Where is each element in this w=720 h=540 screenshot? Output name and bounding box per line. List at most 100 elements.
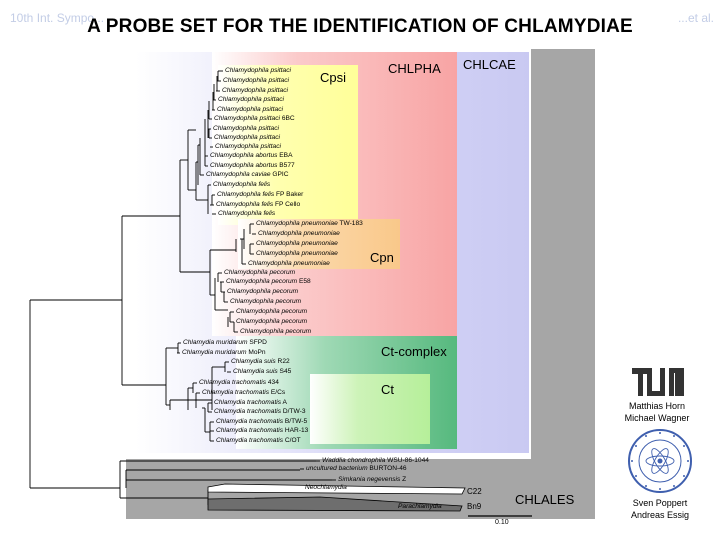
label-cpsi: Cpsi <box>320 70 347 85</box>
tum-logo-icon <box>632 368 684 396</box>
leaf-label: Chlamydia suis R22 <box>231 358 290 366</box>
strain-name: EBA <box>277 152 293 159</box>
leaf-label: Neochlamydia <box>305 484 347 492</box>
species-name: Waddlia chondrophila <box>322 457 386 464</box>
leaf-label: Chlamydia muridarum SFPD <box>183 339 267 347</box>
leaf-label: Chlamydophila felis <box>213 181 270 189</box>
species-name: Chlamydia trachomatis <box>199 379 267 386</box>
species-name: Chlamydophila psittaci <box>223 77 289 84</box>
species-name: Chlamydophila psittaci <box>217 106 283 113</box>
leaf-label: Chlamydophila psittaci <box>222 87 288 95</box>
species-name: Chlamydophila felis <box>213 181 271 188</box>
strain-name: C/OT <box>283 437 301 444</box>
leaf-label: Chlamydophila psittaci <box>217 106 283 114</box>
leaf-label: Chlamydophila felis FP Baker <box>217 191 303 199</box>
species-name: Chlamydophila pecorum <box>226 278 298 285</box>
species-name: Chlamydia trachomatis <box>216 418 284 425</box>
leaf-label: Chlamydophila pneumoniae <box>256 250 338 258</box>
species-name: Chlamydophila pecorum <box>236 318 308 325</box>
species-name: Chlamydophila pneumoniae <box>256 250 338 257</box>
species-name: Chlamydophila felis <box>218 210 276 217</box>
leaf-label: Chlamydia trachomatis C/OT <box>216 437 301 445</box>
strain-name: FP Cello <box>273 201 301 208</box>
strain-name: A <box>281 399 287 406</box>
species-name: Chlamydophila psittaci <box>222 87 288 94</box>
strain-name: FP Baker <box>274 191 304 198</box>
leaf-label: Chlamydophila pecorum <box>236 318 307 326</box>
leaf-label: Chlamydophila felis <box>218 210 275 218</box>
strain-name: SFPD <box>247 339 267 346</box>
species-name: Chlamydophila pecorum <box>224 269 296 276</box>
leaf-label: uncultured bacterium BURTON-46 <box>306 465 407 473</box>
species-name: Chlamydophila pecorum <box>227 288 299 295</box>
leaf-label: Chlamydia trachomatis HAR-13 <box>216 427 308 435</box>
species-name: Chlamydophila pneumoniae <box>258 230 340 237</box>
species-name: Chlamydophila pneumoniae <box>248 260 330 267</box>
species-name: Chlamydophila pecorum <box>230 298 302 305</box>
leaf-label: Waddlia chondrophila WSU-86-1044 <box>322 457 429 465</box>
species-name: Chlamydophila psittaci <box>213 125 279 132</box>
species-name: Chlamydophila abortus <box>210 152 278 159</box>
leaf-label: Chlamydophila pneumoniae <box>256 240 338 248</box>
leaf-label: Chlamydophila pecorum <box>230 298 301 306</box>
leaf-label: Chlamydophila felis FP Cello <box>216 201 300 209</box>
leaf-label: Chlamydophila pneumoniae <box>258 230 340 238</box>
leaf-label: Chlamydophila pecorum <box>240 328 311 336</box>
species-name: Chlamydia trachomatis <box>216 427 284 434</box>
leaf-label: Chlamydophila psittaci <box>218 96 284 104</box>
species-name: Chlamydophila psittaci <box>214 134 280 141</box>
label-chlales: CHLALES <box>515 492 575 507</box>
authors-ulm: Sven Poppert Andreas Essig <box>630 498 690 520</box>
leaf-label: Chlamydophila abortus B577 <box>210 162 295 170</box>
species-name: Chlamydophila caviae <box>206 171 271 178</box>
label-cpn: Cpn <box>370 250 394 265</box>
conference-label: 10th Int. Sympo... <box>10 11 105 25</box>
leaf-label: Chlamydophila pecorum <box>224 269 295 277</box>
species-name: Chlamydia trachomatis <box>214 399 282 406</box>
species-name: Neochlamydia <box>305 484 347 491</box>
species-name: Chlamydia trachomatis <box>202 389 270 396</box>
author-header: ...et al. <box>677 11 714 25</box>
strain-name: TW-183 <box>337 220 363 227</box>
leaf-label: Chlamydophila pecorum <box>227 288 298 296</box>
leaf-label: Chlamydophila psittaci <box>214 134 280 142</box>
slide-title: A PROBE SET FOR THE IDENTIFICATION OF CH… <box>87 16 633 37</box>
zone-ct <box>310 374 430 444</box>
species-name: Chlamydophila psittaci <box>215 143 281 150</box>
zone-cpn <box>238 219 400 269</box>
species-name: Chlamydophila pneumoniae <box>256 220 338 227</box>
species-name: Chlamydia trachomatis <box>214 408 282 415</box>
leaf-label: Parachlamydia <box>398 503 442 511</box>
leaf-label: Chlamydia suis S45 <box>233 368 291 376</box>
strain-name: E/Cs <box>269 389 286 396</box>
label-chlpha: CHLPHA <box>388 61 441 76</box>
strain-name: GPIC <box>270 171 289 178</box>
species-name: Chlamydophila pneumoniae <box>256 240 338 247</box>
strain-name: HAR-13 <box>283 427 309 434</box>
leaf-label: Chlamydophila psittaci <box>223 77 289 85</box>
leaf-label: Chlamydia trachomatis D/TW-3 <box>214 408 305 416</box>
strain-name: E58 <box>297 278 311 285</box>
leaf-label: Chlamydophila pneumoniae TW-183 <box>256 220 363 228</box>
strain-name: B/TW-5 <box>283 418 308 425</box>
leaf-label: Chlamydia muridarum MoPn <box>182 349 266 357</box>
leaf-label: Chlamydia trachomatis A <box>214 399 287 407</box>
species-name: Chlamydophila felis <box>217 191 275 198</box>
neochlamydia-wedge <box>207 483 466 495</box>
leaf-label: Chlamydophila psittaci <box>215 143 281 151</box>
leaf-label: Chlamydophila psittaci 6BC <box>214 115 295 123</box>
species-name: Chlamydophila abortus <box>210 162 278 169</box>
label-ct: Ct <box>381 382 394 397</box>
species-name: Chlamydophila psittaci <box>225 67 291 74</box>
strain-name: S45 <box>277 368 292 375</box>
parachlamydia-wedge <box>207 496 463 512</box>
strain-name: 434 <box>266 379 279 386</box>
strain-name: R22 <box>275 358 290 365</box>
strain-name: B577 <box>277 162 295 169</box>
species-name: Chlamydophila pecorum <box>240 328 312 335</box>
leaf-label: Chlamydia trachomatis E/Cs <box>202 389 285 397</box>
label-ct-complex: Ct-complex <box>381 344 447 359</box>
strain-name: BURTON-46 <box>367 465 407 472</box>
species-name: Chlamydia muridarum <box>183 339 248 346</box>
